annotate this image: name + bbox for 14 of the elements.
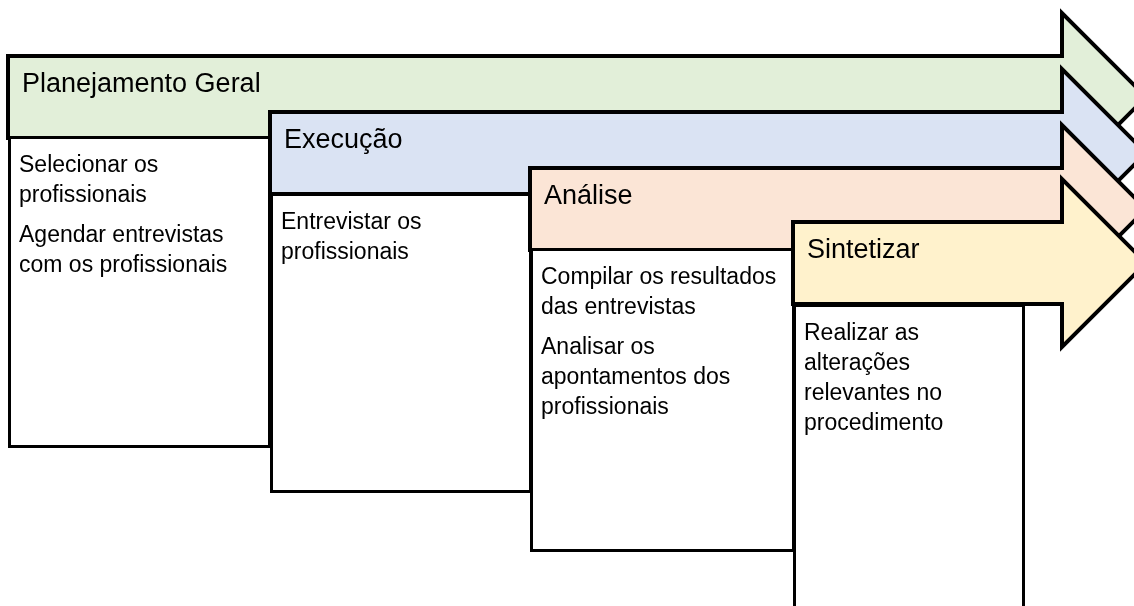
task-box	[270, 193, 532, 493]
task-text: Realizar as alterações relevantes no procedimento	[804, 318, 945, 437]
task-text: Agendar entrevistas com os profissionais	[19, 220, 229, 279]
phase-title: Execução	[284, 124, 403, 155]
task-box	[8, 136, 271, 448]
phase-title: Sintetizar	[807, 234, 920, 265]
task-text: Entrevistar os profissionais	[281, 207, 423, 266]
phase-title: Planejamento Geral	[22, 68, 261, 99]
phase-title: Análise	[544, 180, 633, 211]
task-box	[530, 248, 795, 552]
task-text: Selecionar os profissionais	[19, 150, 160, 209]
task-text: Compilar os resultados das entrevistas	[541, 262, 778, 321]
task-box	[793, 304, 1025, 606]
task-text: Analisar os apontamentos dos profissionais	[541, 332, 732, 421]
